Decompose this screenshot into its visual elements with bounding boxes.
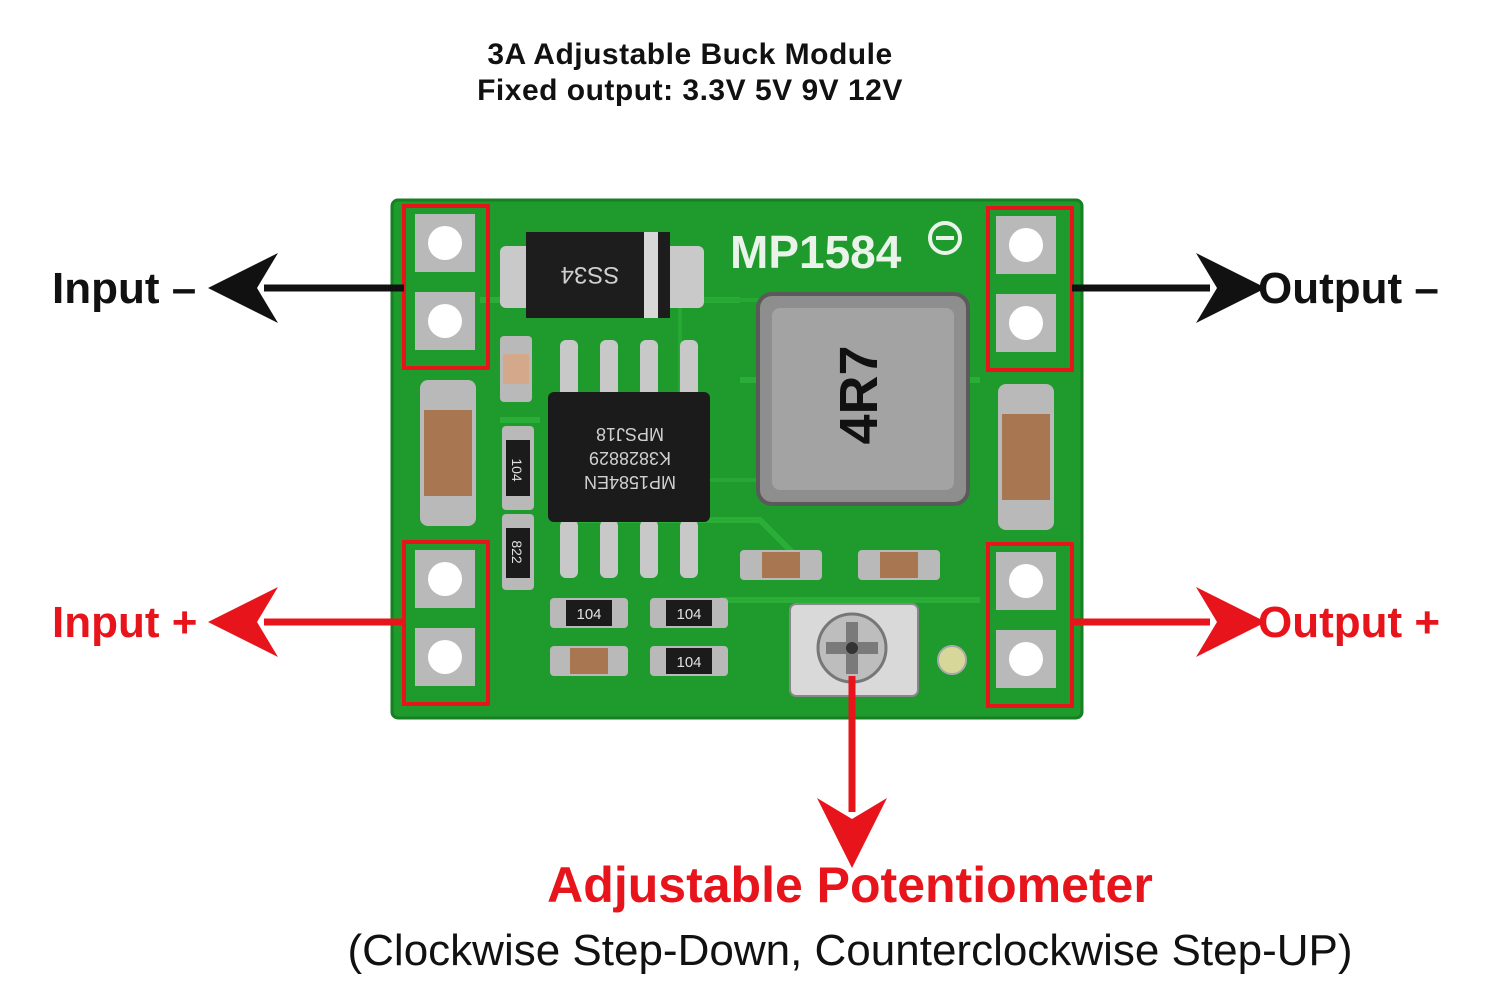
input-negative-label: Input – (52, 264, 197, 313)
potentiometer (789, 603, 967, 697)
potentiometer-description: (Clockwise Step-Down, Counterclockwise S… (347, 926, 1353, 975)
schottky-diode: SS34 (500, 232, 704, 318)
buck-ic: MP1584EN K3828829 MPSJ18 (548, 392, 710, 522)
diode-marking: SS34 (561, 261, 620, 288)
ic-marking-2: K3828829 (589, 448, 671, 468)
ic-marking-1: MP1584EN (584, 472, 676, 492)
resistor-822: 822 (502, 514, 534, 590)
output-capacitor (998, 384, 1054, 530)
resistor-104-b: 104 (650, 598, 728, 628)
inductor-marking: 4R7 (829, 345, 889, 444)
resistor-104-c: 104 (650, 646, 728, 676)
resistor-104-a: 104 (550, 598, 628, 628)
output-neg-terminals (986, 206, 1074, 372)
small-capacitors (500, 336, 940, 676)
output-negative-label: Output – (1258, 264, 1439, 313)
ic-marking-3: MPSJ18 (596, 424, 664, 444)
svg-text:104: 104 (509, 458, 525, 482)
input-capacitor (420, 380, 476, 526)
svg-text:104: 104 (676, 654, 701, 671)
pcb-silkscreen-label: MP1584 (730, 226, 902, 278)
potentiometer-title: Adjustable Potentiometer (547, 857, 1153, 913)
output-positive-label: Output + (1258, 598, 1441, 647)
svg-text:104: 104 (676, 606, 701, 623)
input-neg-terminals (402, 204, 490, 370)
svg-text:104: 104 (576, 606, 601, 623)
module-title: 3A Adjustable Buck Module (487, 38, 893, 71)
module-subtitle: Fixed output: 3.3V 5V 9V 12V (477, 74, 903, 107)
ic-pins (560, 340, 698, 578)
input-positive-label: Input + (52, 598, 198, 647)
resistor-104-vertical: 104 (502, 426, 534, 510)
output-pos-terminals (986, 542, 1074, 708)
inductor: 4R7 (756, 292, 970, 506)
svg-text:822: 822 (509, 540, 525, 564)
